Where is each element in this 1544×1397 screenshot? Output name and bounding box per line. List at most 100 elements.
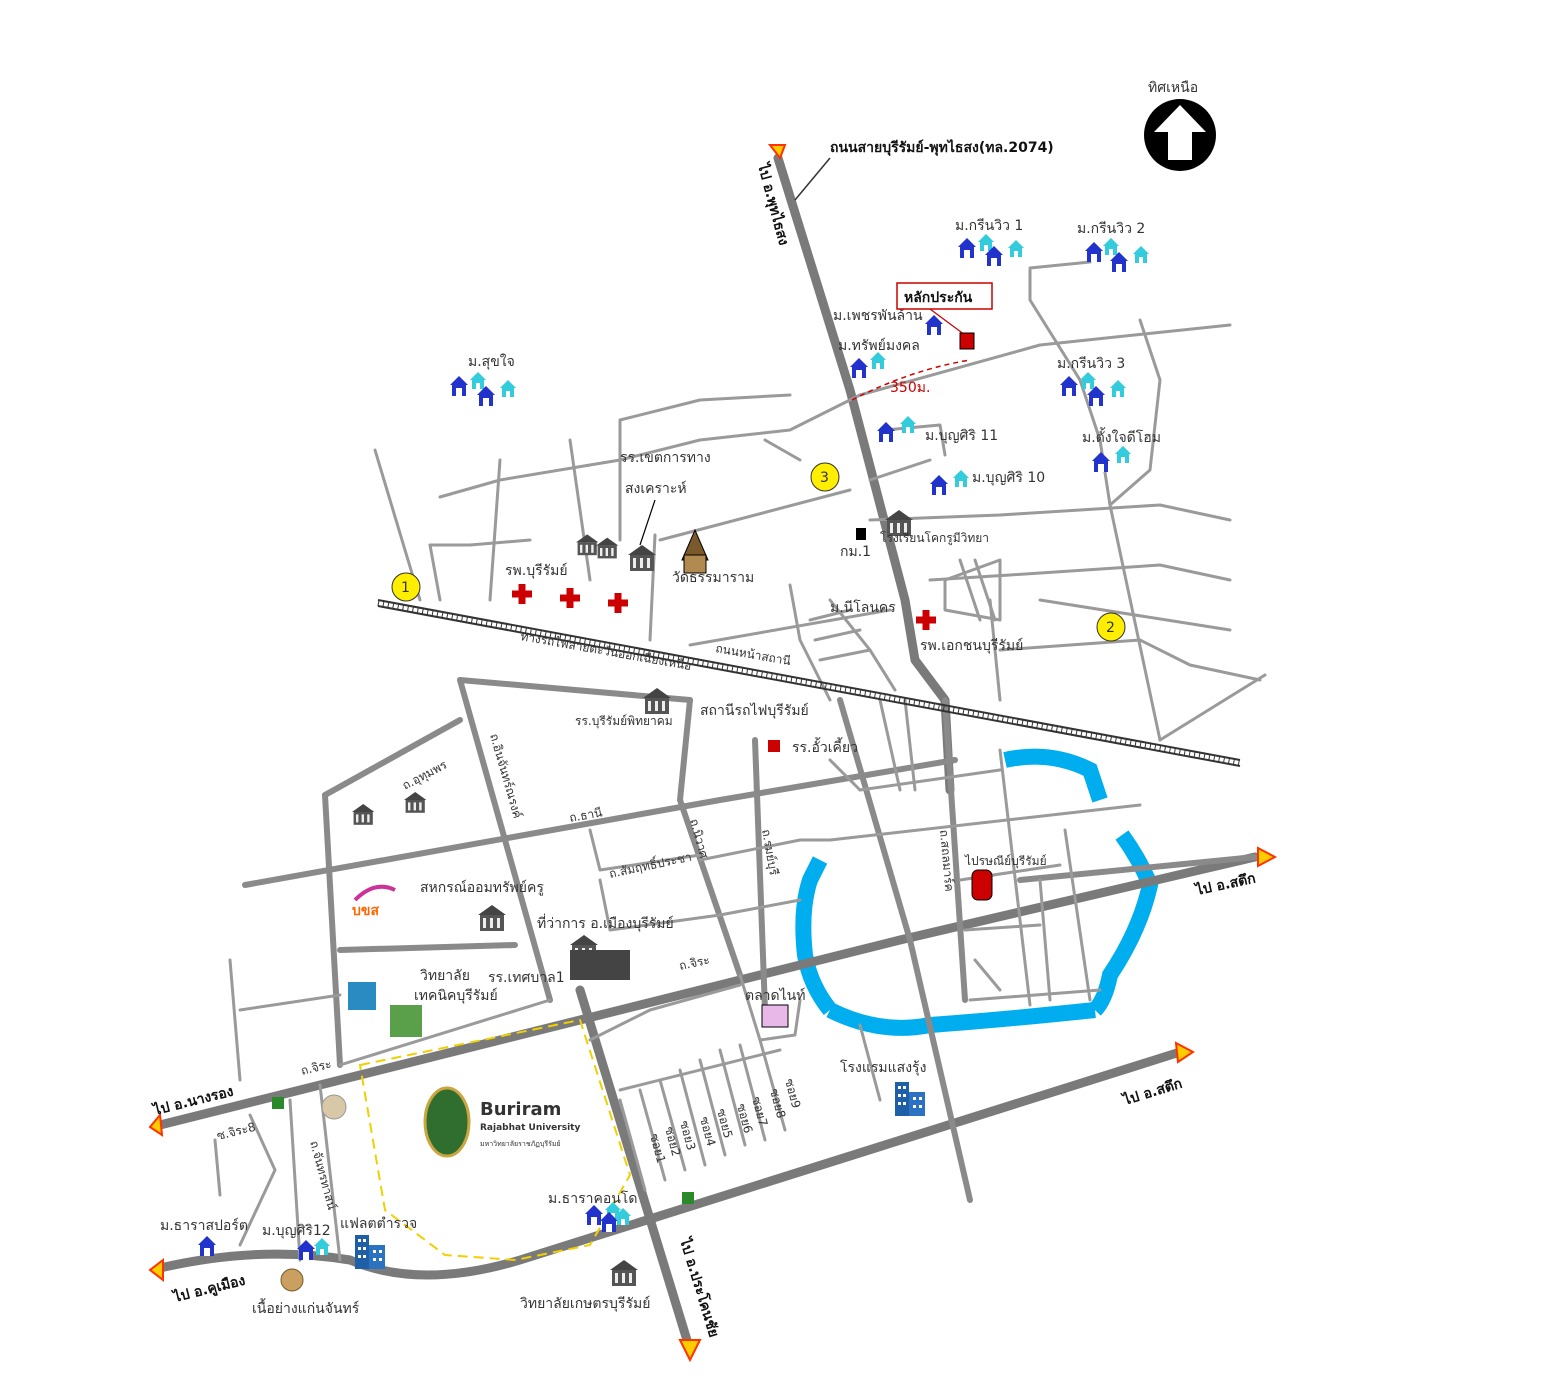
- postbox-icon: [971, 869, 993, 901]
- wat-thammaram: วัดธรรมาราม: [672, 528, 754, 586]
- village-tara-sport-label: ม.ธาราสปอร์ต: [160, 1217, 248, 1234]
- store-icon-2: [682, 1192, 694, 1204]
- village-boonsiri-11-label: ม.บุญศิริ 11: [925, 428, 998, 444]
- village-nilon-label: ม.นีโลนคร: [830, 599, 896, 616]
- direction-satuek-lower: ไป อ.สตึก: [1119, 1074, 1184, 1110]
- arrow-east-upper: [1257, 846, 1278, 868]
- village-tara-sport: ม.ธาราสปอร์ต: [160, 1217, 248, 1256]
- school-ua: รร.อั้วเคี้ยว: [768, 737, 858, 756]
- district-office-label: ที่ว่าการ อ.เมืองบุรีรัมย์: [537, 914, 674, 932]
- municipal-school: รร.เทศบาล1: [352, 792, 565, 986]
- guarantee-post-callout: หลักประกัน 350ม.: [851, 282, 993, 401]
- distance-arrow: [851, 359, 971, 401]
- district-office: ที่ว่าการ อ.เมืองบุรีรัมย์: [537, 914, 674, 980]
- marker-3: 3: [810, 462, 840, 492]
- arrow-west-khumueang: [148, 1257, 164, 1283]
- bks-station: บขส: [352, 884, 396, 919]
- university-seal: [423, 1086, 471, 1158]
- private-hospital-label: รพ.เอกชนบุรีรัมย์: [920, 637, 1023, 654]
- police-flat: แฟลตตำรวจ: [340, 1216, 417, 1269]
- direction-phutthaisong: ไป อ.พุทไธสง: [754, 159, 794, 247]
- arrow-north-highway: [767, 144, 787, 161]
- road-thani-label: ถ.ธานี: [568, 805, 603, 825]
- village-tara-condo-label: ม.ธาราคอนโด: [548, 1190, 637, 1207]
- university-subtitle: Rajabhat University: [480, 1123, 580, 1133]
- arrow-south-prakhonchai: [678, 1339, 702, 1363]
- school-special: รร.เขตการทาง สงเคราะห์: [620, 450, 711, 571]
- police-flat-label: แฟลตตำรวจ: [340, 1216, 417, 1232]
- agri-college: วิทยาลัยเกษตรบุรีรัมย์: [520, 1260, 651, 1312]
- railway-label: ทางรถไฟสายตะวันออกเฉียงเหนือ: [519, 629, 692, 673]
- post-office: ไปรษณีย์บุรีรัมย์: [964, 854, 1047, 901]
- svg-text:3: 3: [820, 470, 829, 486]
- tech-college-seal: [390, 1005, 422, 1037]
- village-greenview-2: ม.กรีนวิว 2: [1077, 221, 1149, 272]
- grill-icon: [280, 1268, 304, 1292]
- highway-callout: ถนนสายบุรีรัมย์-พุทไธสง(ทล.2074): [794, 138, 1054, 201]
- hotel-label: โรงแรมแสงรุ้ง: [840, 1059, 926, 1076]
- tech-college-logo: [348, 982, 376, 1010]
- village-sukjai-label: ม.สุขใจ: [468, 353, 515, 370]
- road-network: [155, 153, 1267, 1355]
- highway-label: ถนนสายบุรีรัมย์-พุทไธสง(ทล.2074): [830, 138, 1054, 156]
- village-greenview-1-label: ม.กรีนวิว 1: [955, 218, 1023, 234]
- hospital-buriram: รพ.บุรีรัมย์: [505, 562, 628, 613]
- village-boonsiri-12-label: ม.บุญศิริ12: [262, 1223, 331, 1239]
- railway-station: สถานีรถไฟบุรีรัมย์: [576, 534, 809, 719]
- direction-arrows: [148, 144, 1278, 1363]
- pittayakhom-label: รร.บุรีรัมย์พิทยาคม: [575, 714, 673, 729]
- university-campus-boundary: [358, 1018, 632, 1262]
- hospital-buriram-label: รพ.บุรีรัมย์: [505, 562, 568, 579]
- bks-logo-icon: [353, 884, 396, 902]
- village-greenview-2-label: ม.กรีนวิว 2: [1077, 221, 1145, 237]
- pittayakhom-school: รร.บุรีรัมย์พิทยาคม: [575, 688, 673, 729]
- railway-station-label: สถานีรถไฟบุรีรัมย์: [700, 702, 809, 719]
- bks-label: บขส: [352, 903, 379, 919]
- direction-khumueang: ไป อ.คูเมือง: [170, 1271, 247, 1307]
- agri-college-label: วิทยาลัยเกษตรบุรีรัมย์: [520, 1295, 651, 1312]
- teachers-coop: สหกรณ์ออมทรัพย์ครู: [420, 879, 544, 931]
- road-samakkhi-label: ถ.สัมฤทธิ์ประชา: [607, 848, 693, 881]
- khru-witthaya-label: โรงเรียนโคกรูมีวิทยา: [880, 531, 989, 546]
- svg-text:2: 2: [1106, 620, 1115, 636]
- post-office-label: ไปรษณีย์บุรีรัมย์: [964, 854, 1047, 869]
- hotel-saengrung: โรงแรมแสงรุ้ง: [840, 1059, 926, 1116]
- railway: [377, 599, 1241, 767]
- village-phetphanlan-label: ม.เพชรพันล้าน: [833, 308, 923, 324]
- km-post-icon: [856, 528, 866, 540]
- tech-college: วิทยาลัย เทคนิคบุรีรัมย์: [348, 968, 498, 1037]
- svg-text:1: 1: [401, 580, 410, 596]
- village-boonsiri-11: ม.บุญศิริ 11: [877, 416, 998, 444]
- village-sapmongkhon: ม.ทรัพย์มงคล: [838, 337, 920, 378]
- hospital-icon: [512, 584, 532, 604]
- marker-1: 1: [391, 572, 421, 602]
- grill-restaurant: เนื้อย่างแก่นจันทร์: [252, 1268, 360, 1317]
- road-u-thong-label: ถ.อุทุมพร: [400, 757, 450, 793]
- store-icon: [272, 1097, 284, 1109]
- arrow-east-lower: [1174, 1041, 1195, 1064]
- night-market: ตลาดไนท์: [745, 987, 805, 1028]
- guarantee-post-label: หลักประกัน: [904, 290, 973, 306]
- grill-label: เนื้อย่างแก่นจันทร์: [252, 1298, 360, 1317]
- marker-2: 2: [1096, 612, 1126, 642]
- village-greenview-3-label: ม.กรีนวิว 3: [1057, 356, 1125, 372]
- km1-label: กม.1: [840, 544, 871, 560]
- guarantee-post-icon: [959, 332, 975, 350]
- road-jira-lower-label: ถ.จิระ: [299, 1057, 332, 1078]
- municipal-school-label: รร.เทศบาล1: [488, 970, 565, 986]
- village-tara-condo: ม.ธาราคอนโด: [548, 1190, 637, 1232]
- arrow-west-nangrong: [148, 1112, 164, 1138]
- village-greenview-3: ม.กรีนวิว 3: [1057, 356, 1126, 406]
- village-greenview-1: ม.กรีนวิว 1: [955, 218, 1024, 266]
- teachers-coop-label: สหกรณ์ออมทรัพย์ครู: [420, 879, 544, 896]
- wat-thammaram-label: วัดธรรมาราม: [672, 570, 754, 586]
- university-logo-small: [321, 1094, 347, 1120]
- university-thai: มหาวิทยาลัยราชภัฏบุรีรัมย์: [480, 1140, 561, 1148]
- village-nilon: ม.นีโลนคร: [830, 599, 896, 616]
- private-hospital: รพ.เอกชนบุรีรัมย์: [916, 610, 1023, 654]
- village-tangjai-label: ม.ตั้งใจดีโฮม: [1082, 427, 1161, 446]
- school-ua-icon: [768, 740, 780, 752]
- night-market-label: ตลาดไนท์: [745, 987, 805, 1004]
- village-tangjai: ม.ตั้งใจดีโฮม: [1082, 427, 1161, 472]
